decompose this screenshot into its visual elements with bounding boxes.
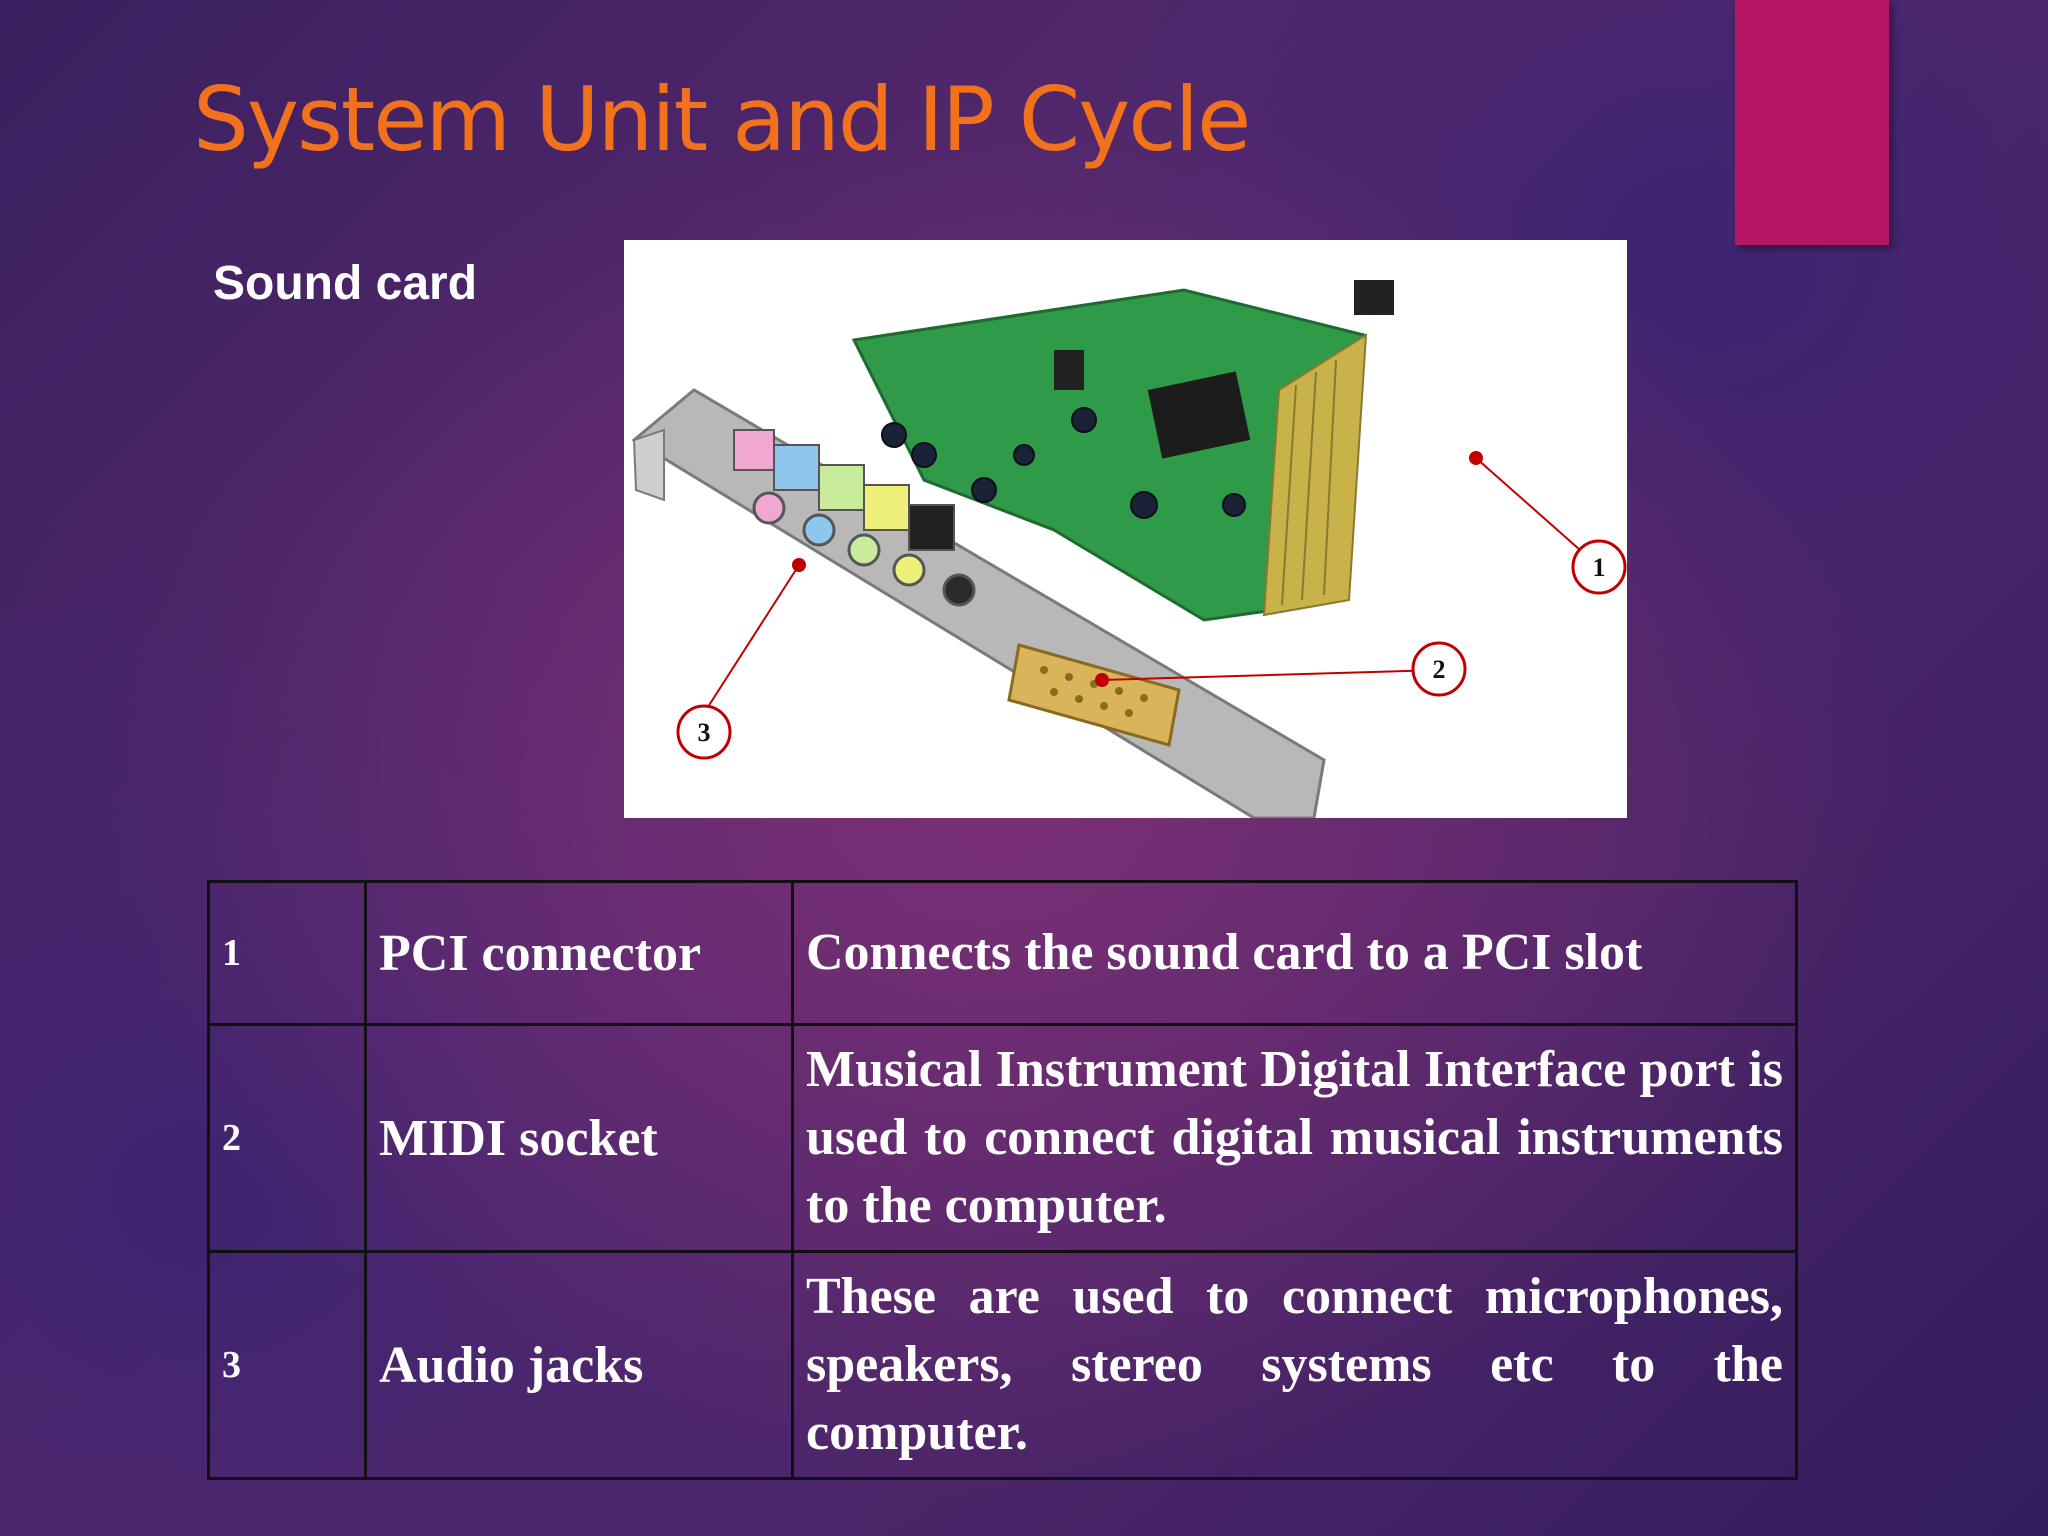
row-number: 1: [207, 880, 367, 1026]
component-name: MIDI socket: [364, 1023, 794, 1253]
component-description: Musical Instrument Digital Interface por…: [791, 1023, 1798, 1253]
audio-chip: [1147, 371, 1251, 459]
component-name: Audio jacks: [364, 1250, 794, 1480]
pci-edge-connector: [1262, 333, 1368, 617]
callout-2-label: 2: [1433, 655, 1446, 684]
callout-3: 3: [676, 558, 806, 760]
slide-subtitle: Sound card: [213, 257, 478, 310]
table-row: 2 MIDI socket Musical Instrument Digital…: [207, 1023, 1798, 1253]
parts-table: 1 PCI connector Connects the sound card …: [207, 880, 1798, 1480]
sound-card-illustration: 1 2 3: [631, 280, 1627, 818]
component-description: Connects the sound card to a PCI slot: [791, 880, 1798, 1026]
midi-port: [1007, 643, 1181, 747]
sound-card-figure: 1 2 3: [624, 240, 1627, 818]
callout-2: 2: [1095, 641, 1467, 697]
row-number: 3: [207, 1250, 367, 1480]
component-description: These are used to connect microphones, s…: [791, 1250, 1798, 1480]
accent-bar: [1735, 0, 1889, 245]
component-name: PCI connector: [364, 880, 794, 1026]
slide-title: System Unit and IP Cycle: [193, 68, 1251, 171]
callout-1-label: 1: [1593, 553, 1606, 582]
table-row: 1 PCI connector Connects the sound card …: [207, 880, 1798, 1026]
callout-3-label: 3: [698, 718, 711, 747]
table-row: 3 Audio jacks These are used to connect …: [207, 1250, 1798, 1480]
callout-1: 1: [1469, 451, 1627, 595]
row-number: 2: [207, 1023, 367, 1253]
